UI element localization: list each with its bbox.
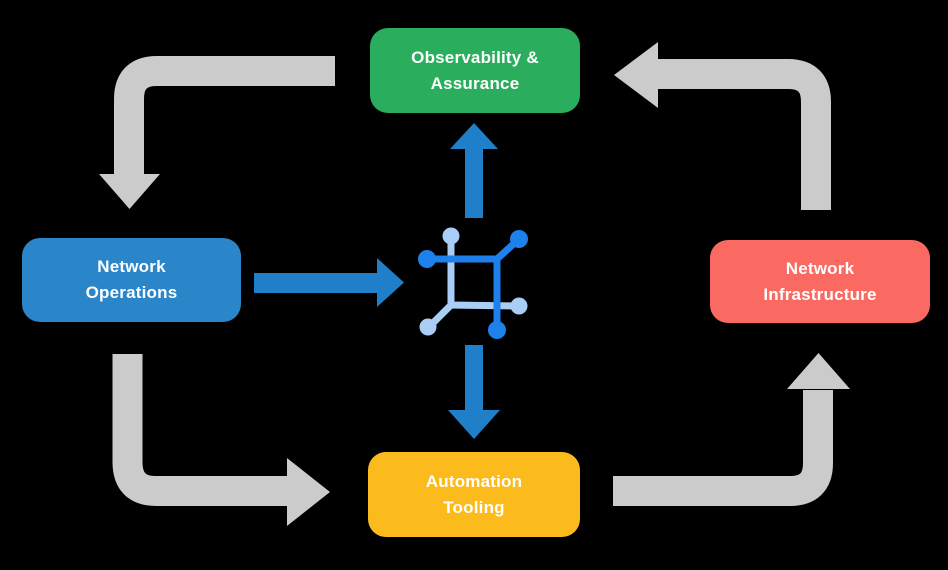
icon-node bbox=[418, 250, 436, 268]
arrow-shaft bbox=[465, 147, 483, 218]
node-label: Network Operations bbox=[85, 257, 178, 302]
arrowhead-left-icon bbox=[614, 42, 658, 108]
arrow-operations-to-center bbox=[254, 258, 404, 307]
arrowhead-right-icon bbox=[287, 458, 330, 526]
arrowhead-right-icon bbox=[377, 258, 404, 307]
node-network-operations: Network Operations bbox=[22, 238, 241, 322]
arrow-elbow bbox=[112, 354, 289, 506]
node-label: Network Infrastructure bbox=[763, 258, 877, 304]
arrow-elbow bbox=[658, 59, 831, 210]
node-label: Automation Tooling bbox=[425, 471, 523, 517]
arrow-center-to-observability bbox=[450, 123, 498, 218]
arrowhead-down-icon bbox=[99, 174, 160, 209]
icon-node bbox=[419, 318, 437, 336]
icon-node bbox=[510, 297, 528, 315]
arrowhead-up-icon bbox=[450, 123, 498, 149]
arrowhead-up-icon bbox=[787, 353, 850, 389]
icon-node bbox=[488, 321, 506, 339]
node-label: Observability & Assurance bbox=[411, 47, 539, 93]
node-observability-assurance: Observability & Assurance bbox=[370, 28, 580, 113]
arrow-operations-to-automation bbox=[112, 354, 330, 526]
icon-node bbox=[442, 227, 460, 245]
arrow-automation-to-infrastructure bbox=[613, 353, 850, 506]
arrow-center-to-automation bbox=[448, 345, 500, 439]
icon-node bbox=[510, 230, 528, 248]
network-topology-icon bbox=[418, 227, 528, 339]
node-network-infrastructure: Network Infrastructure bbox=[710, 240, 930, 323]
arrow-elbow bbox=[114, 56, 335, 176]
arrow-shaft bbox=[254, 273, 377, 293]
node-automation-tooling: Automation Tooling bbox=[368, 452, 580, 537]
arrow-shaft bbox=[465, 345, 483, 412]
arrow-infrastructure-to-observability bbox=[614, 42, 831, 210]
arrow-elbow bbox=[613, 390, 833, 506]
arrowhead-down-icon bbox=[448, 410, 500, 439]
arrow-observability-to-operations bbox=[99, 56, 335, 209]
